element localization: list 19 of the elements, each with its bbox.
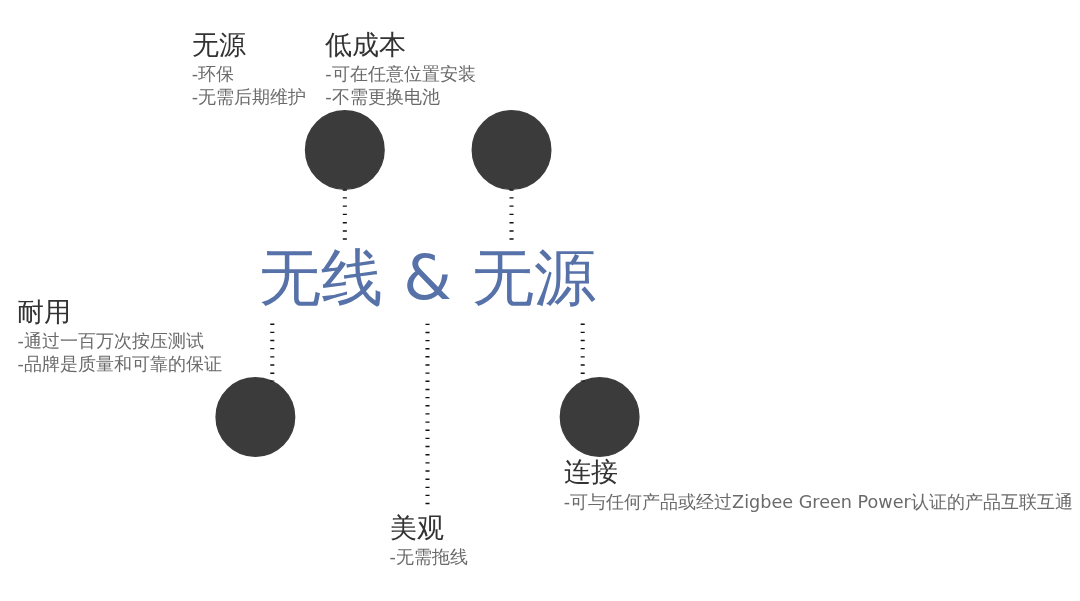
node-label: 连接 bbox=[563, 456, 618, 488]
node-label: -不需更换电池 bbox=[325, 87, 440, 108]
node-text: 无线 & 无源 bbox=[259, 240, 596, 314]
node-circle bbox=[471, 110, 552, 191]
node-text: 美观 -无需拖线 bbox=[389, 512, 468, 568]
connector bbox=[580, 323, 585, 382]
node-circle bbox=[215, 377, 296, 458]
node-label: -无需后期维护 bbox=[191, 87, 307, 108]
node-label: 耐用 bbox=[17, 295, 72, 327]
node-label: -通过一百万次按压测试 bbox=[17, 331, 204, 352]
node-circle bbox=[304, 110, 385, 191]
node-label: -可与任何产品或经过Zigbee Green Power认证的产品互联互通 bbox=[563, 491, 1073, 512]
node-label: 无源 bbox=[191, 28, 246, 60]
node-label: -环保 bbox=[191, 64, 235, 85]
node-label: 低成本 bbox=[325, 28, 407, 60]
node-label: -可在任意位置安装 bbox=[325, 64, 476, 85]
node-circle bbox=[559, 377, 640, 458]
node-label: -品牌是质量和可靠的保证 bbox=[17, 354, 222, 375]
connector bbox=[270, 323, 275, 382]
